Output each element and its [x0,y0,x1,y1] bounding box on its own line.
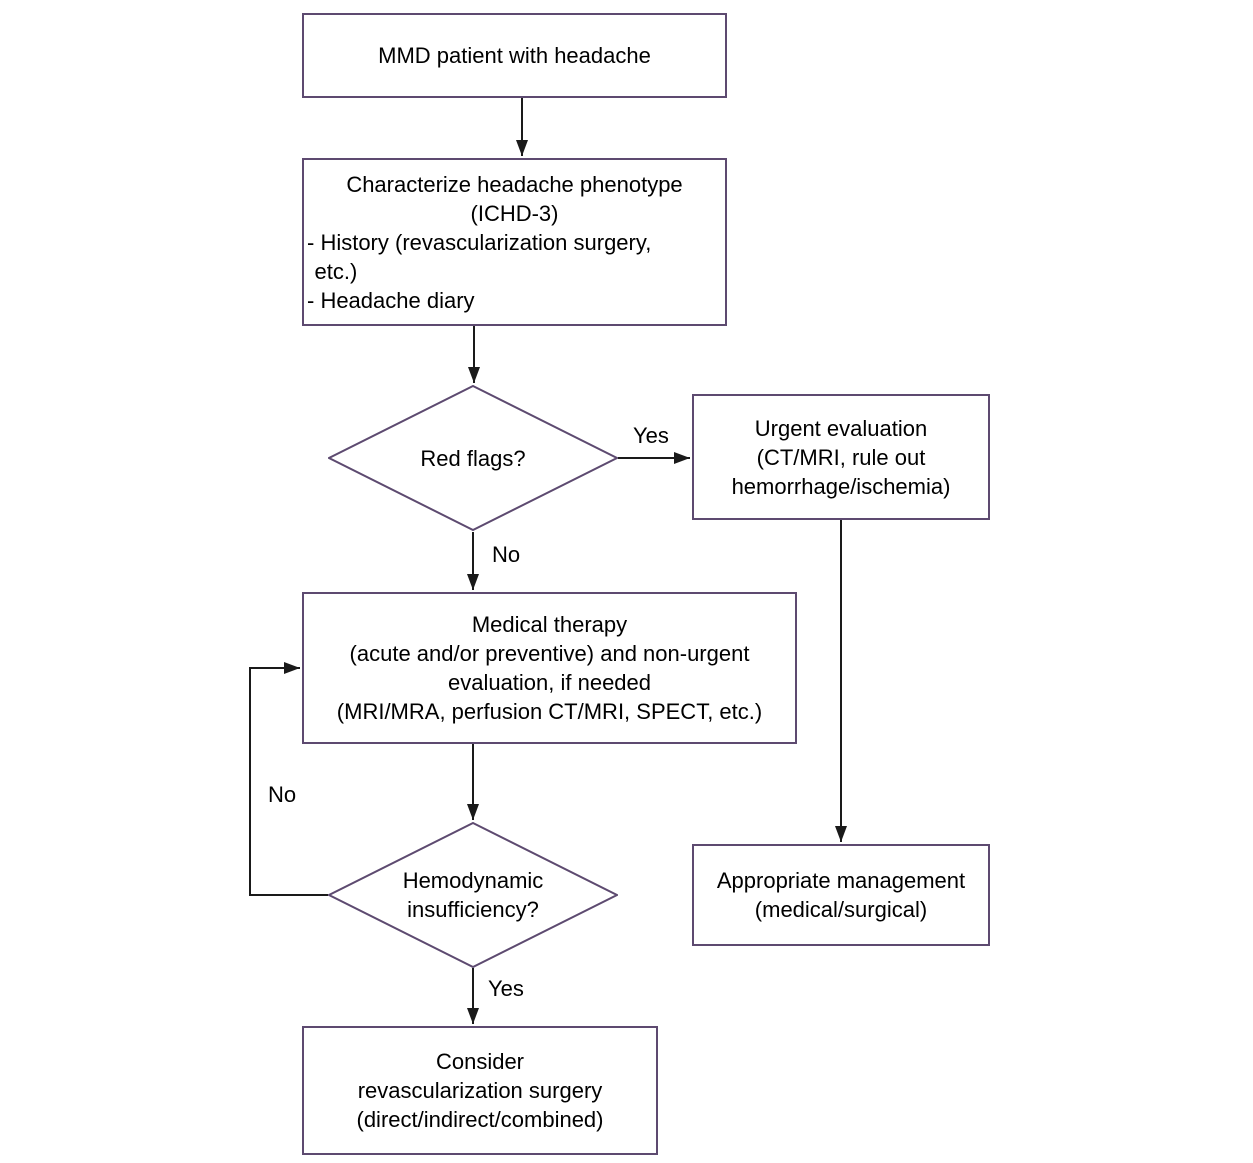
node-urgent-line: Urgent evaluation [754,415,928,441]
decision-hemodynamic-text: insufficiency? [407,897,539,922]
node-consider-line: (direct/indirect/combined) [356,1107,604,1132]
node-appropriate-line: (medical/surgical) [754,897,928,922]
node-consider-surgery: Consider revascularization surgery (dire… [302,1026,658,1155]
edge-label-hemodynamic-no: No [268,782,297,807]
decision-hemodynamic: Hemodynamic insufficiency? [328,822,618,968]
edge-label-red-flags-yes: Yes [633,423,669,448]
decision-red-flags: Red flags? [328,385,618,531]
node-characterize-line: - Headache diary [307,287,475,313]
node-urgent-line: hemorrhage/ischemia) [731,473,951,499]
node-appropriate-management: Appropriate management (medical/surgical… [692,844,990,946]
diamond-shape [328,822,618,968]
node-medical-line: (acute and/or preventive) and non-urgent [349,641,750,666]
decision-red-flags-text: Red flags? [420,445,526,471]
decision-hemodynamic-text: Hemodynamic [402,868,544,893]
edge-label-hemodynamic-yes: Yes [488,976,524,1001]
node-start: MMD patient with headache [302,13,727,98]
node-start-text: MMD patient with headache [378,43,651,68]
node-characterize: Characterize headache phenotype (ICHD-3)… [302,158,727,326]
node-characterize-line: - History (revascularization surgery, [307,229,652,255]
node-consider-line: revascularization surgery [357,1078,603,1103]
node-consider-line: Consider [435,1049,525,1074]
node-medical-therapy: Medical therapy (acute and/or preventive… [302,592,797,744]
node-characterize-line: etc.) [314,258,358,284]
node-urgent-line: (CT/MRI, rule out [756,444,926,470]
edge-label-red-flags-no: No [492,542,521,567]
node-appropriate-line: Appropriate management [716,868,966,893]
node-characterize-line: Characterize headache phenotype [346,171,683,197]
diamond-shape [328,385,618,531]
node-medical-line: Medical therapy [471,612,628,637]
node-medical-line: evaluation, if needed [447,670,652,695]
node-medical-line: (MRI/MRA, perfusion CT/MRI, SPECT, etc.) [336,699,763,724]
node-characterize-line: (ICHD-3) [470,200,559,226]
node-urgent-evaluation: Urgent evaluation (CT/MRI, rule out hemo… [692,394,990,520]
